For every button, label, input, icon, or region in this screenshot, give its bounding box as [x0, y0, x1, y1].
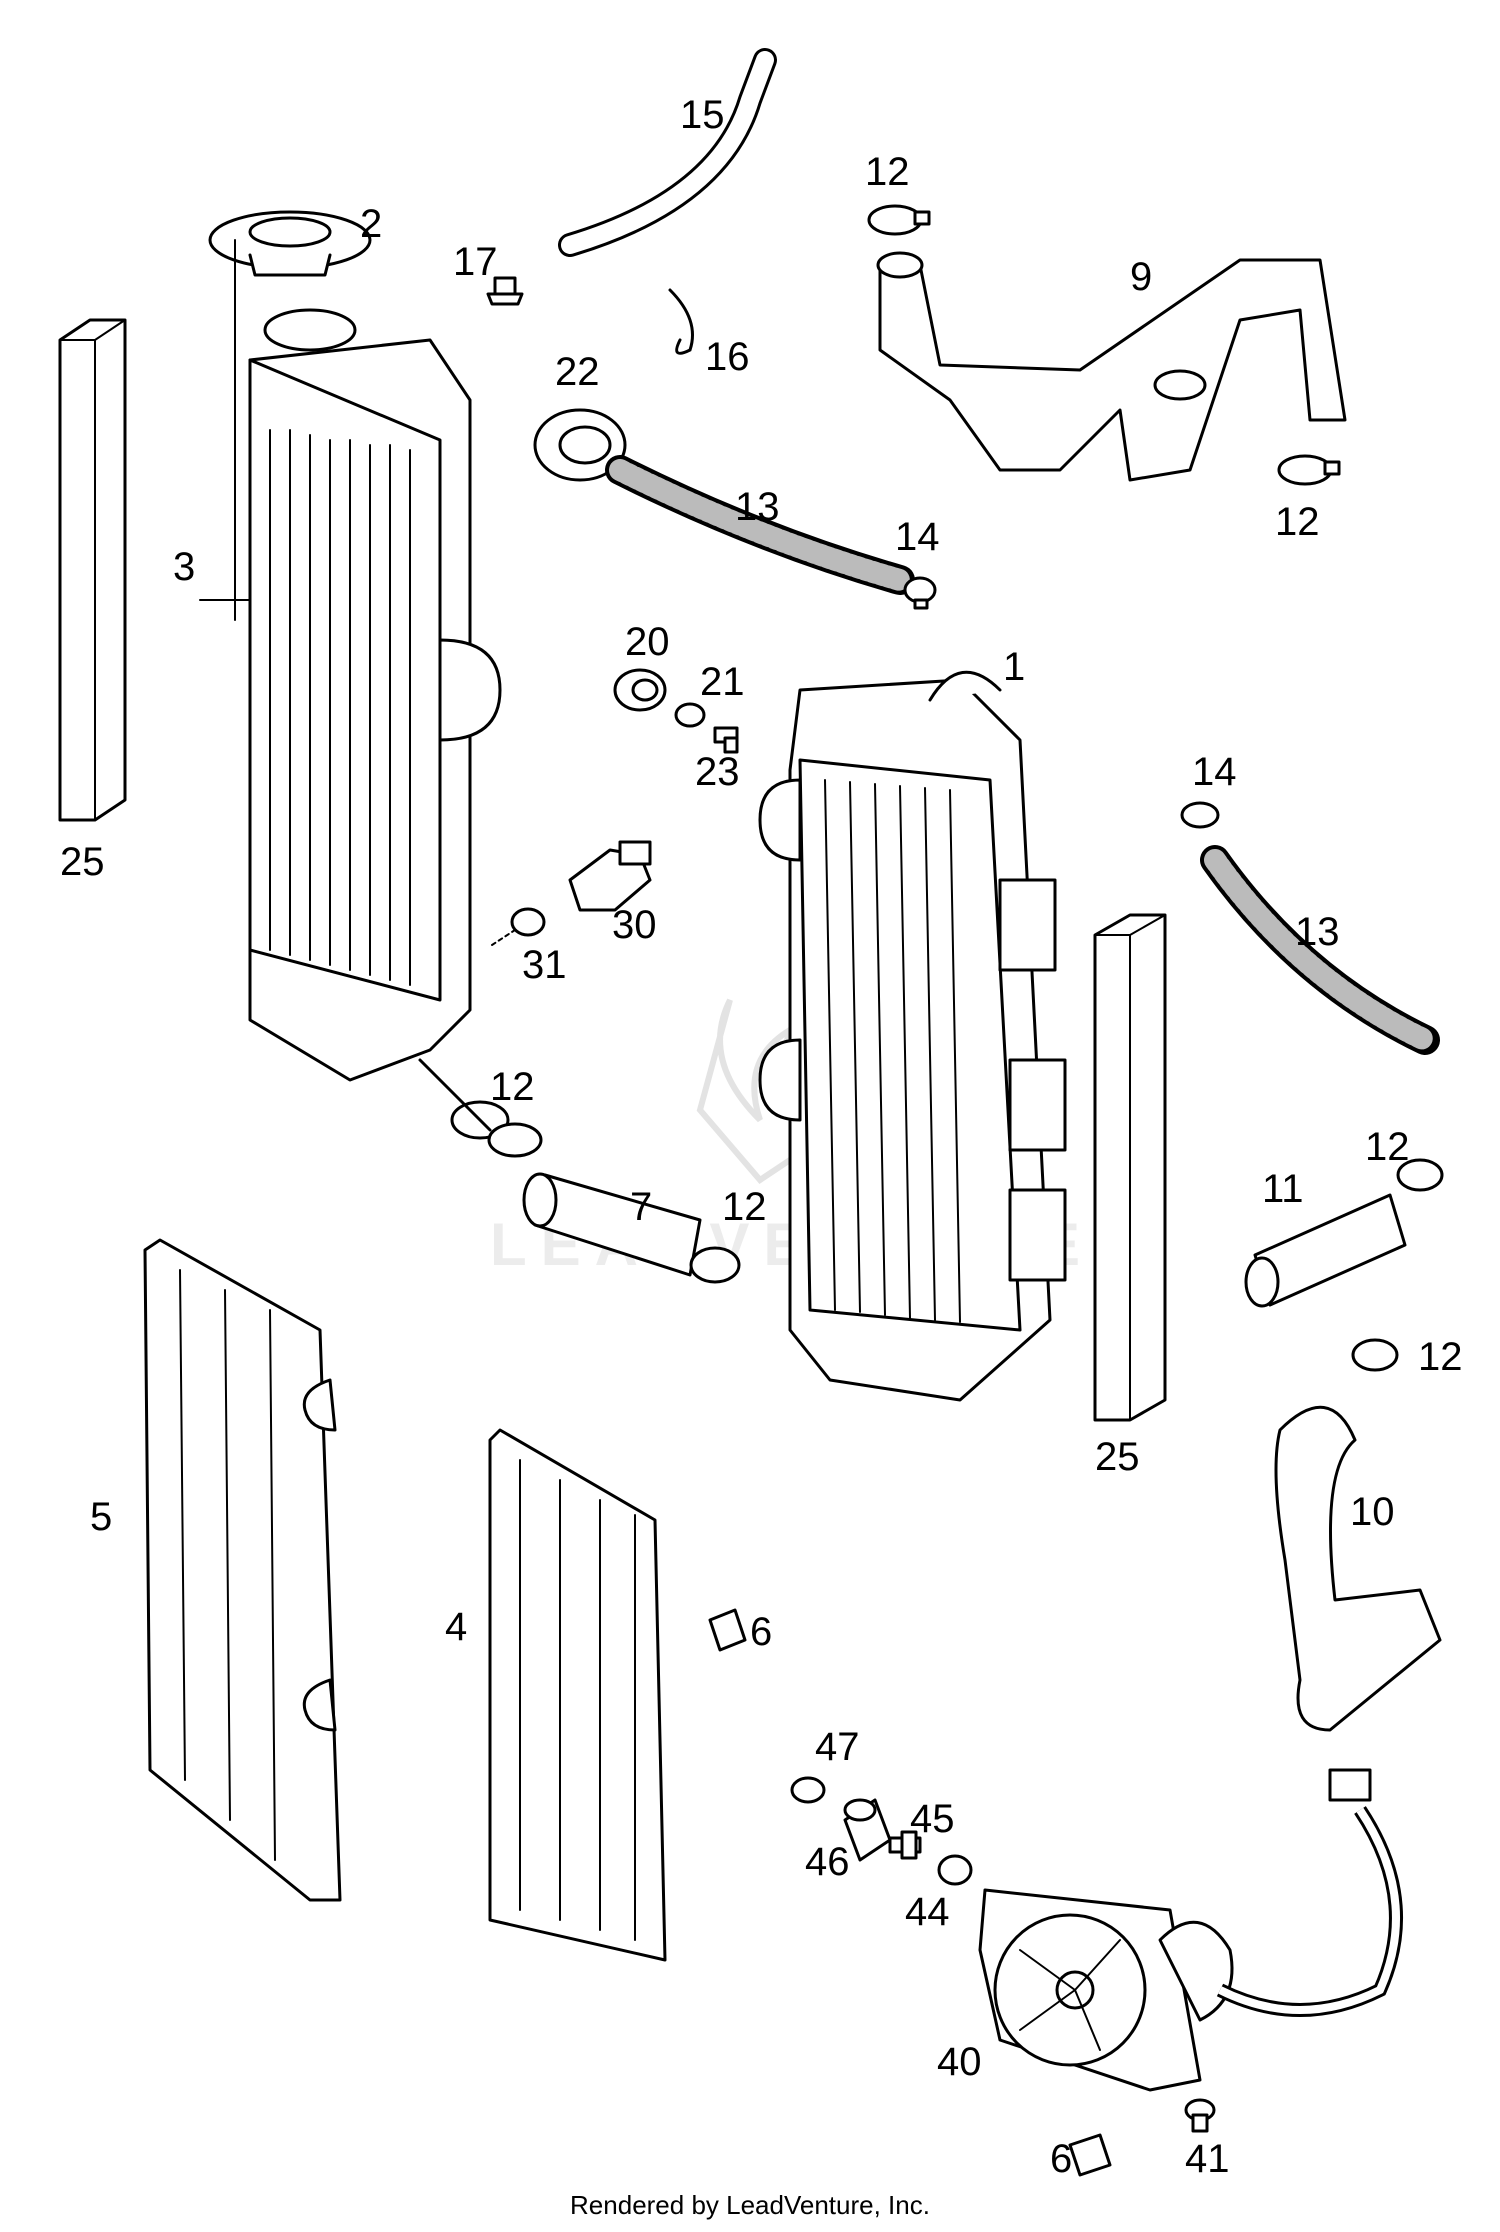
label-47: 47: [815, 1725, 860, 1769]
label-12-e: 12: [1365, 1125, 1410, 1169]
spacer-46: [843, 1798, 892, 1862]
clamp-12-a: [867, 204, 931, 236]
speed-nut-upper: [708, 1608, 747, 1652]
label-6-upper: 6: [750, 1610, 772, 1654]
curved-hose-10: [1274, 1405, 1442, 1732]
bolt-45: [888, 1830, 922, 1860]
label-16: 16: [705, 335, 750, 379]
clamp-14-lower: [1180, 801, 1220, 829]
washer-21: [674, 702, 706, 728]
label-11: 11: [1262, 1167, 1304, 1211]
temp-sensor: [568, 840, 652, 912]
radiator-shroud-right: [488, 1428, 667, 1962]
radiator-right: [758, 670, 1067, 1402]
label-10: 10: [1350, 1490, 1395, 1534]
label-22: 22: [555, 350, 600, 394]
label-12-f: 12: [1418, 1335, 1463, 1379]
label-5: 5: [90, 1495, 112, 1539]
credit-footer: Rendered by LeadVenture, Inc.: [570, 2190, 930, 2220]
short-hose-7: [522, 1172, 702, 1277]
radiator-shroud-left: [143, 1238, 342, 1902]
label-7: 7: [630, 1185, 652, 1229]
label-9: 9: [1130, 255, 1152, 299]
label-6-lower: 6: [1050, 2137, 1072, 2181]
y-hose: [876, 251, 1347, 482]
clamp-12-b: [1277, 454, 1341, 486]
label-3: 3: [173, 545, 195, 589]
label-44: 44: [905, 1890, 950, 1934]
radiator-left: [199, 239, 510, 1140]
label-30: 30: [612, 903, 657, 947]
bolt-17: [486, 276, 524, 306]
label-45: 45: [910, 1797, 955, 1841]
label-46: 46: [805, 1840, 850, 1884]
clamp-12-d: [689, 1246, 741, 1284]
label-40: 40: [937, 2040, 982, 2084]
label-17: 17: [453, 240, 498, 284]
cooling-fan: [978, 1768, 1403, 2092]
label-2: 2: [360, 202, 382, 246]
grommet: [533, 408, 627, 482]
foam-strip-left: [58, 318, 127, 822]
label-13-lower: 13: [1295, 910, 1340, 954]
o-ring: [510, 907, 546, 937]
clamp-12-e: [1396, 1158, 1444, 1192]
label-23: 23: [695, 750, 740, 794]
label-41: 41: [1185, 2137, 1230, 2181]
overflow-hose: [558, 48, 777, 257]
washer-47: [790, 1776, 826, 1804]
label-12-b: 12: [1275, 500, 1320, 544]
hose-clip: [668, 288, 694, 355]
label-21: 21: [700, 660, 745, 704]
bolt-23: [713, 726, 739, 754]
hose-13-upper: [605, 455, 915, 595]
label-1: 1: [1003, 645, 1025, 689]
part-labels: 1 2 3 4 5 6 6 7 9 10 11 12 12 12 12 12 1…: [60, 93, 1463, 2181]
bushing-44: [937, 1854, 973, 1886]
label-13-upper: 13: [735, 485, 780, 529]
clamp-12-c: [487, 1122, 543, 1158]
label-31: 31: [522, 943, 567, 987]
short-hose-11: [1244, 1193, 1407, 1308]
label-15: 15: [680, 93, 725, 137]
bolt-41: [1184, 2098, 1216, 2133]
label-25-right: 25: [1095, 1435, 1140, 1479]
label-12-d: 12: [722, 1185, 767, 1229]
speed-nut-lower: [1068, 2133, 1112, 2177]
foam-strip-right: [1093, 913, 1167, 1422]
clamp-14-upper: [903, 576, 937, 610]
clamp-12-f: [1351, 1338, 1399, 1372]
label-20: 20: [625, 620, 670, 664]
label-12-c: 12: [490, 1065, 535, 1109]
grommet-20: [613, 668, 667, 712]
label-12-a: 12: [865, 150, 910, 194]
hose-13-lower: [1200, 845, 1440, 1055]
label-25-left: 25: [60, 840, 105, 884]
label-14-lower: 14: [1192, 750, 1237, 794]
label-4: 4: [445, 1605, 467, 1649]
label-14-upper: 14: [895, 515, 940, 559]
radiator-cap: [208, 210, 372, 277]
